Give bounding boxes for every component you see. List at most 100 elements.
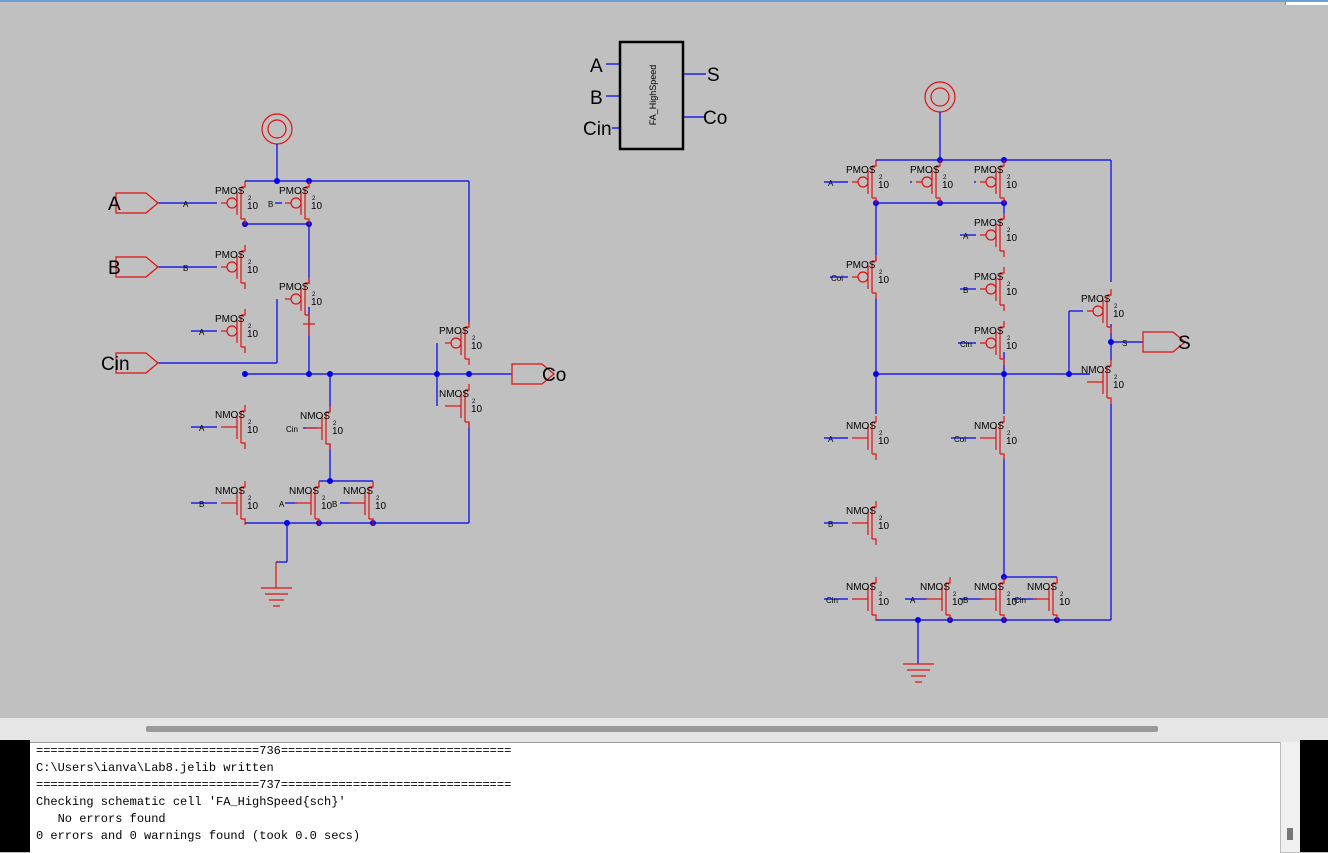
transistor-size-label: 10 [1006, 233, 1018, 244]
transistor-width-mark: 2 [248, 420, 252, 426]
messages-text[interactable]: ===============================736======… [30, 742, 1280, 853]
transistor-size-label: 10 [375, 501, 387, 512]
net-label-cin: Cin [286, 425, 298, 434]
carry-port-b[interactable]: B [108, 256, 159, 279]
transistor-size-label: 10 [1113, 380, 1125, 391]
transistor-width-mark: 2 [1007, 336, 1011, 342]
carry-transistors[interactable]: PMOS102PMOS102PMOS102PMOS102PMOS102PMOS1… [215, 181, 483, 525]
transistor-size-label: 10 [332, 426, 344, 437]
message-line: No errors found [36, 812, 166, 826]
message-line: Checking schematic cell 'FA_HighSpeed{sc… [36, 795, 346, 809]
transistor-size-label: 10 [1113, 309, 1125, 320]
transistor-type-label: NMOS [974, 582, 1004, 593]
transistor-type-label: NMOS [846, 582, 876, 593]
message-line: 0 errors and 0 warnings found (took 0.0 … [36, 829, 361, 843]
carry-port-co[interactable]: Co [511, 363, 566, 386]
transistor-type-label: NMOS [1081, 365, 1111, 376]
transistor-size-label: 10 [878, 275, 890, 286]
schematic-canvas[interactable]: FA_HighSpeed A B Cin S Co [0, 0, 1328, 718]
transistor-width-mark: 2 [943, 175, 947, 181]
icon-port-co: Co [703, 108, 727, 129]
net-label-a: A [183, 200, 189, 209]
transistor-size-label: 10 [311, 201, 323, 212]
transistor-type-label: NMOS [343, 486, 373, 497]
carry-port-a[interactable]: A [108, 192, 159, 215]
icon-port-a: A [590, 56, 603, 77]
transistor-width-mark: 2 [1114, 375, 1118, 381]
vdd-symbol [261, 113, 293, 181]
transistor-width-mark: 2 [1007, 592, 1011, 598]
transistor-type-label: NMOS [439, 389, 469, 400]
message-line: ===============================737======… [36, 778, 512, 792]
carry-port-cin[interactable]: Cin [101, 352, 159, 375]
svg-text:Co: Co [542, 365, 566, 386]
svg-text:Cin: Cin [101, 354, 130, 375]
transistor-width-mark: 2 [472, 399, 476, 405]
net-label-s: S [1122, 339, 1127, 348]
sum-wires [824, 159, 1143, 621]
transistor-type-label: PMOS [215, 250, 245, 261]
transistor-size-label: 10 [471, 341, 483, 352]
sum-port-s[interactable]: S [1142, 331, 1191, 354]
transistor-width-mark: 2 [248, 196, 252, 202]
transistor-width-mark: 2 [879, 431, 883, 437]
panel-left-edge [0, 740, 30, 852]
transistor-type-label: PMOS [910, 165, 940, 176]
messages-vertical-scrollbar[interactable] [1280, 742, 1301, 852]
net-label-cin: Cin [826, 596, 838, 605]
transistor-size-label: 10 [247, 501, 259, 512]
net-label-b: B [963, 286, 968, 295]
transistor-type-label: NMOS [974, 421, 1004, 432]
transistor-width-mark: 2 [1114, 304, 1118, 310]
carry-circuit[interactable]: A B Cin Co A B A A B B Cin A B P [101, 113, 566, 607]
transistor-size-label: 10 [471, 404, 483, 415]
transistor-type-label: PMOS [439, 326, 469, 337]
scrollbar-thumb[interactable] [146, 726, 1158, 732]
transistor-width-mark: 2 [1007, 282, 1011, 288]
transistor-size-label: 10 [1006, 436, 1018, 447]
transistor-width-mark: 2 [879, 592, 883, 598]
cell-icon[interactable]: FA_HighSpeed A B Cin S Co [583, 40, 727, 151]
sum-circuit[interactable]: S S A Coi A B Cin A B Cin Coi A B Cin PM… [824, 81, 1191, 683]
transistor-size-label: 10 [878, 521, 890, 532]
sum-transistors[interactable]: PMOS102PMOS102PMOS102PMOS102PMOS102PMOS1… [846, 160, 1125, 621]
svg-text:B: B [108, 258, 121, 279]
schematic-drawing[interactable]: FA_HighSpeed A B Cin S Co [0, 2, 1328, 718]
transistor-size-label: 10 [1006, 287, 1018, 298]
transistor-size-label: 10 [1006, 597, 1018, 608]
horizontal-scrollbar[interactable] [0, 718, 1328, 740]
transistor-type-label: NMOS [289, 486, 319, 497]
transistor-type-label: NMOS [215, 410, 245, 421]
transistor-type-label: NMOS [215, 486, 245, 497]
scrollbar-thumb[interactable] [1287, 828, 1293, 840]
transistor-type-label: PMOS [974, 165, 1004, 176]
